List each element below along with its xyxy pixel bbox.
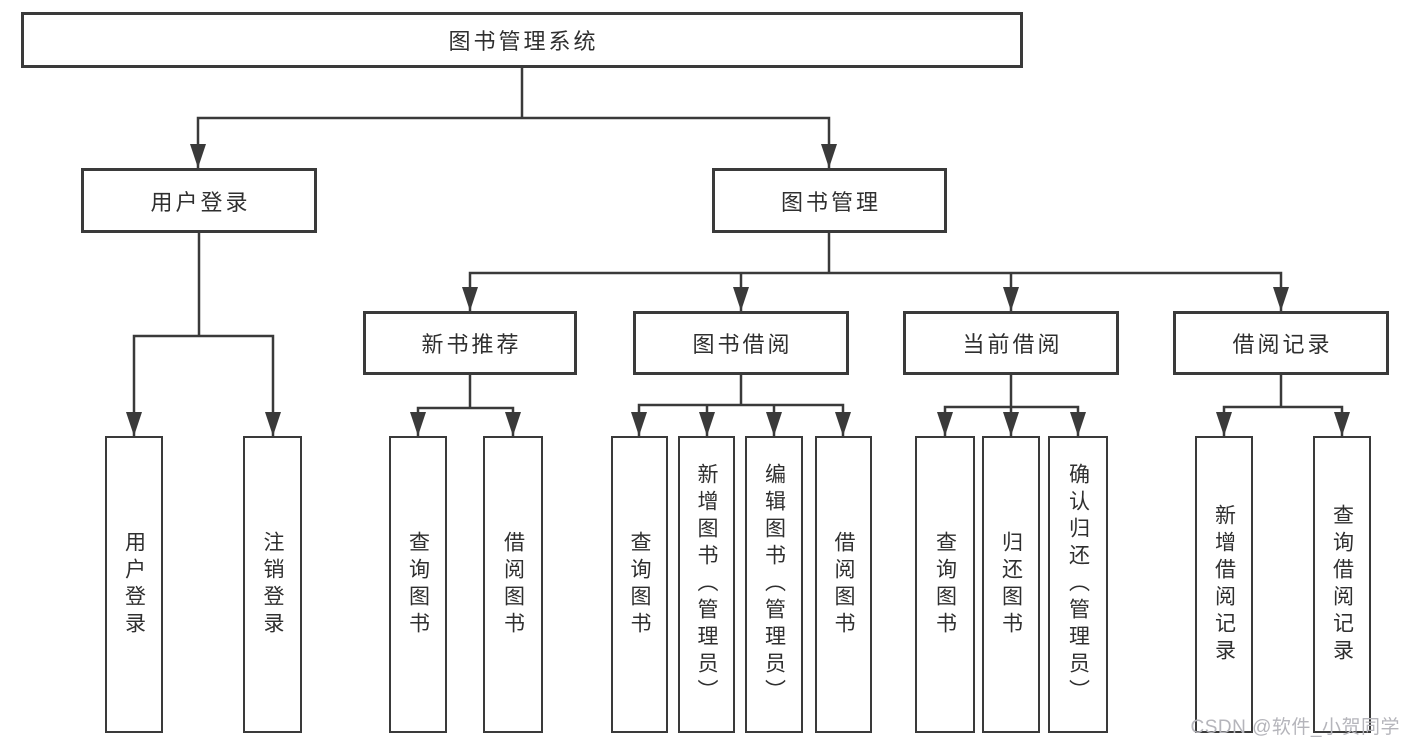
- leaf-add-book-admin: 新增图书（管理员）: [678, 436, 735, 733]
- connector-root-to-level2: [190, 68, 837, 168]
- csdn-watermark: CSDN @软件_小贺同学: [1190, 717, 1400, 738]
- arrow-down-icon: [835, 412, 851, 436]
- leaf-add-borrow-record: 新增借阅记录: [1195, 436, 1253, 733]
- connector-current-borrow-to-leaves: [937, 375, 1086, 436]
- arrow-down-icon: [937, 412, 953, 436]
- leaf-query-books: 查询图书: [611, 436, 668, 733]
- node-current-borrowing: 当前借阅: [903, 311, 1119, 375]
- leaf-logout: 注销登录: [243, 436, 302, 733]
- arrow-down-icon: [1334, 412, 1350, 436]
- arrow-down-icon: [699, 412, 715, 436]
- arrow-down-icon: [1003, 412, 1019, 436]
- node-book-management: 图书管理: [712, 168, 947, 233]
- node-user-login: 用户登录: [81, 168, 317, 233]
- arrow-down-icon: [733, 287, 749, 311]
- node-book-borrowing: 图书借阅: [633, 311, 849, 375]
- connector-user-login-to-leaves: [126, 233, 281, 436]
- arrow-down-icon: [631, 412, 647, 436]
- arrow-down-icon: [766, 412, 782, 436]
- arrow-down-icon: [1003, 287, 1019, 311]
- arrow-down-icon: [126, 412, 142, 436]
- arrow-down-icon: [190, 144, 206, 168]
- connector-book-borrow-to-leaves: [631, 375, 851, 436]
- connector-borrow-records-to-leaves: [1216, 375, 1350, 436]
- connector-new-book-rec-to-leaves: [410, 375, 521, 436]
- arrow-down-icon: [1273, 287, 1289, 311]
- node-borrowing-records: 借阅记录: [1173, 311, 1389, 375]
- leaf-confirm-return-admin: 确认归还（管理员）: [1048, 436, 1108, 733]
- leaf-return-book: 归还图书: [982, 436, 1040, 733]
- arrow-down-icon: [1070, 412, 1086, 436]
- leaf-query-borrow-record: 查询借阅记录: [1313, 436, 1371, 733]
- arrow-down-icon: [505, 412, 521, 436]
- leaf-borrow-books: 借阅图书: [815, 436, 872, 733]
- leaf-user-login: 用户登录: [105, 436, 163, 733]
- arrow-down-icon: [410, 412, 426, 436]
- arrow-down-icon: [1216, 412, 1232, 436]
- leaf-query-books: 查询图书: [915, 436, 975, 733]
- arrow-down-icon: [265, 412, 281, 436]
- node-system-root: 图书管理系统: [21, 12, 1023, 68]
- leaf-edit-book-admin: 编辑图书（管理员）: [745, 436, 803, 733]
- node-new-book-recommendation: 新书推荐: [363, 311, 577, 375]
- leaf-borrow-books: 借阅图书: [483, 436, 543, 733]
- leaf-query-books: 查询图书: [389, 436, 447, 733]
- arrow-down-icon: [821, 144, 837, 168]
- connector-book-mgmt-to-level3: [462, 233, 1289, 311]
- arrow-down-icon: [462, 287, 478, 311]
